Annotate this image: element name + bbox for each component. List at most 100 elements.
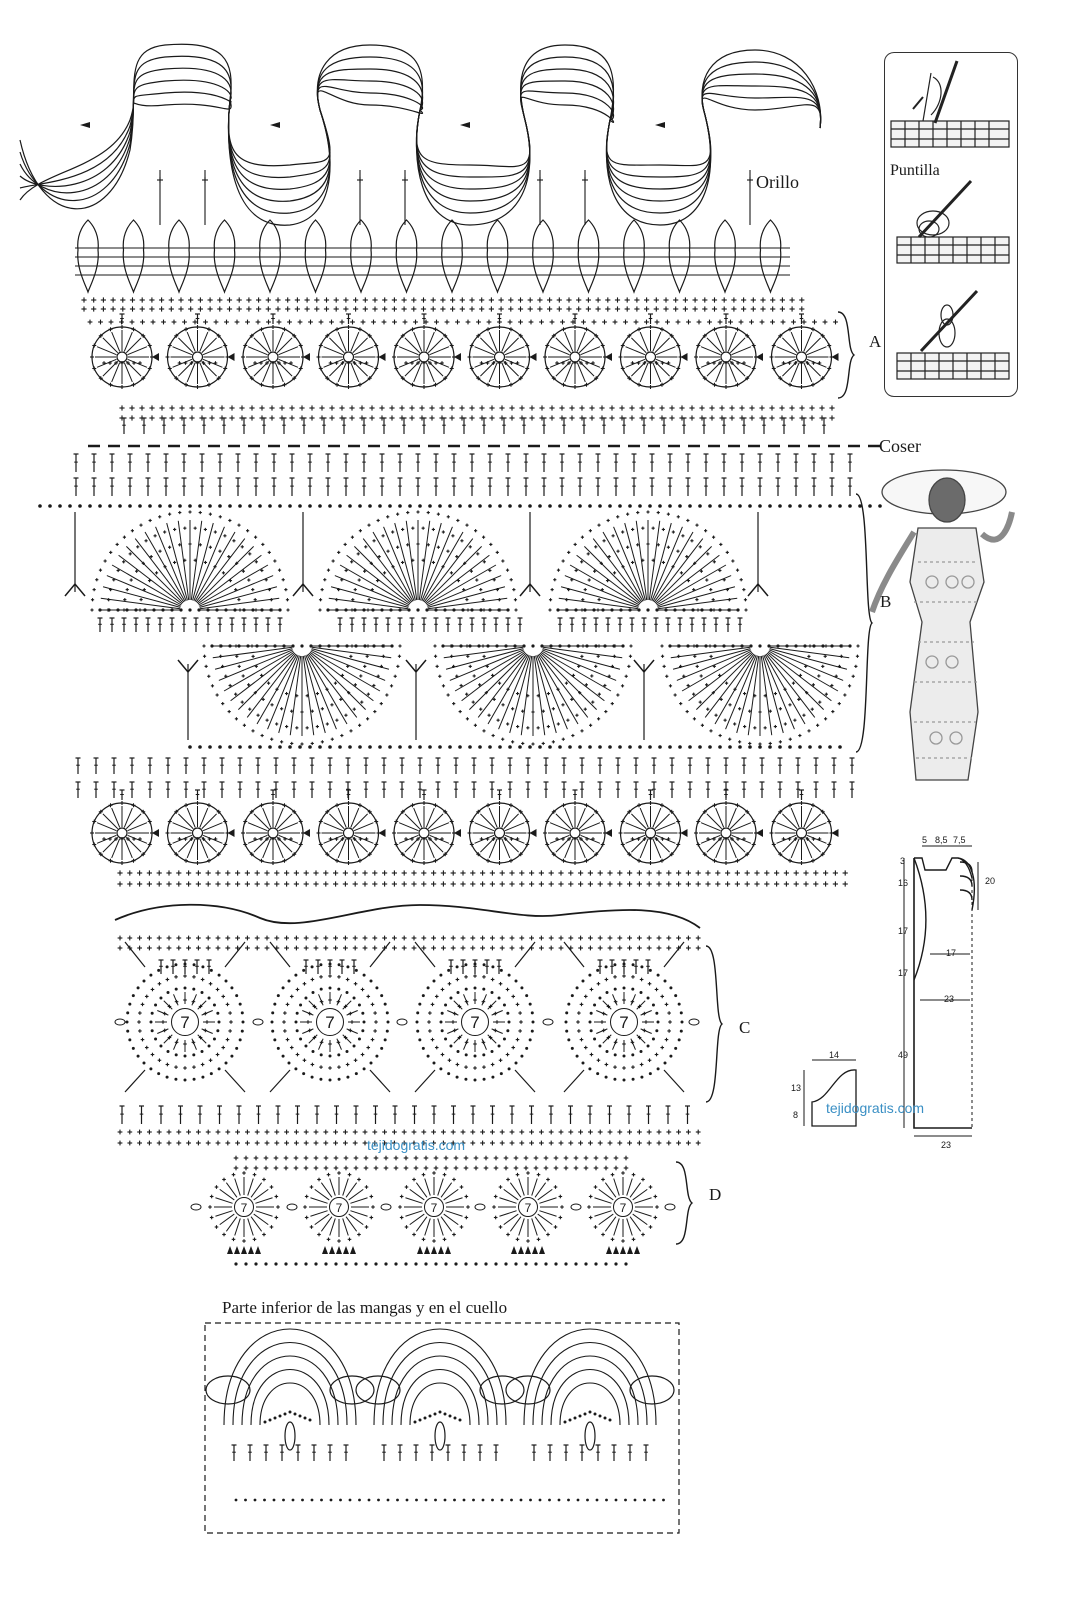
edge-stitch xyxy=(669,333,674,338)
leaf-shape xyxy=(486,219,509,294)
orillo-wave-edging xyxy=(19,43,822,226)
spoke xyxy=(96,822,117,832)
sc-stitch xyxy=(245,319,250,325)
sc-stitch xyxy=(284,945,289,951)
edge-stitch xyxy=(335,382,340,387)
sc-stitch xyxy=(245,945,250,951)
center-stitch xyxy=(555,837,559,841)
edge-stitch xyxy=(573,325,577,329)
spoke xyxy=(731,358,752,368)
sc-stitch xyxy=(244,881,250,887)
sc-stitch xyxy=(409,405,415,411)
sc-stitch xyxy=(627,881,633,887)
sc-stitch xyxy=(171,319,177,325)
edge-stitch xyxy=(98,376,103,381)
center-stitch xyxy=(346,361,351,365)
sc-stitch xyxy=(294,306,300,312)
sc-stitch xyxy=(547,297,553,303)
spoke xyxy=(501,331,511,352)
chain-dot xyxy=(378,504,382,508)
sc-stitch xyxy=(585,306,591,312)
leaf-shape xyxy=(577,219,600,294)
spoke xyxy=(776,346,797,356)
chain-dot xyxy=(108,504,112,508)
spoke xyxy=(700,834,721,844)
spoke xyxy=(123,362,133,383)
sc-stitch xyxy=(607,881,613,887)
spoke xyxy=(782,813,798,830)
chain-dot xyxy=(668,745,672,749)
sc-stitch xyxy=(607,870,613,876)
edge-stitch xyxy=(788,858,793,863)
spoke xyxy=(352,813,368,830)
sc-stitch xyxy=(110,297,116,303)
edge-stitch xyxy=(131,327,136,332)
center-stitch xyxy=(742,361,746,365)
chain-dot xyxy=(768,504,772,508)
sc-stitch xyxy=(420,306,427,312)
edge-stitch xyxy=(561,858,566,863)
edge-stitch xyxy=(174,809,179,814)
spoke xyxy=(425,362,435,383)
sc-stitch xyxy=(314,306,320,312)
spoke xyxy=(102,360,119,377)
sc-stitch xyxy=(359,405,365,411)
motif-center xyxy=(569,827,581,839)
sc-stitch xyxy=(644,297,650,303)
dc-stitch xyxy=(309,781,315,798)
motif-center xyxy=(644,827,657,839)
edge-stitch xyxy=(195,385,200,389)
edge-stitch xyxy=(282,327,287,332)
edge-stitch xyxy=(243,842,248,847)
spoke xyxy=(350,331,360,352)
dc-stitch xyxy=(343,453,349,472)
edge-stitch xyxy=(712,858,717,863)
edge-stitch xyxy=(400,809,405,814)
sc-stitch xyxy=(294,945,299,951)
spoke xyxy=(278,358,299,368)
chain-dot xyxy=(498,504,502,508)
sc-stitch xyxy=(176,1129,182,1135)
center-stitch xyxy=(567,361,571,365)
sc-stitch xyxy=(246,297,252,303)
join-stitch xyxy=(723,313,729,324)
center-stitch xyxy=(183,837,188,841)
spoke xyxy=(429,834,450,844)
sc-stitch xyxy=(499,945,505,951)
edge-stitch xyxy=(433,803,438,808)
chain-dot xyxy=(588,745,592,749)
center-stitch xyxy=(201,361,206,365)
sc-stitch xyxy=(353,306,359,312)
spoke xyxy=(172,834,193,844)
sc-stitch xyxy=(741,297,747,303)
sc-stitch xyxy=(548,1129,554,1135)
sc-stitch xyxy=(480,935,485,941)
spoke xyxy=(247,834,268,844)
spoke xyxy=(102,337,119,354)
spoke xyxy=(776,834,797,844)
sc-stitch xyxy=(313,870,319,876)
sc-stitch xyxy=(519,870,525,876)
sc-stitch xyxy=(649,415,655,421)
sc-stitch xyxy=(254,870,260,876)
sc-stitch xyxy=(182,319,187,325)
spoke xyxy=(652,838,662,859)
sc-stitch xyxy=(537,297,543,303)
edge-stitch xyxy=(174,333,179,338)
wave-arc xyxy=(19,85,822,189)
sc-stitch xyxy=(108,319,114,325)
spoke xyxy=(253,836,270,853)
center-stitch xyxy=(177,361,182,365)
dc-stitch xyxy=(777,781,783,798)
dc-stitch xyxy=(199,477,205,496)
edge-stitch xyxy=(141,333,146,338)
spoke xyxy=(350,807,360,828)
sc-stitch xyxy=(754,870,760,876)
dc-stitch xyxy=(505,477,511,496)
edge-stitch xyxy=(367,852,372,857)
sc-stitch xyxy=(479,297,485,303)
dc-stitch xyxy=(471,757,477,774)
dc-stitch xyxy=(183,757,189,774)
sc-stitch xyxy=(149,415,155,421)
spoke xyxy=(654,337,670,354)
